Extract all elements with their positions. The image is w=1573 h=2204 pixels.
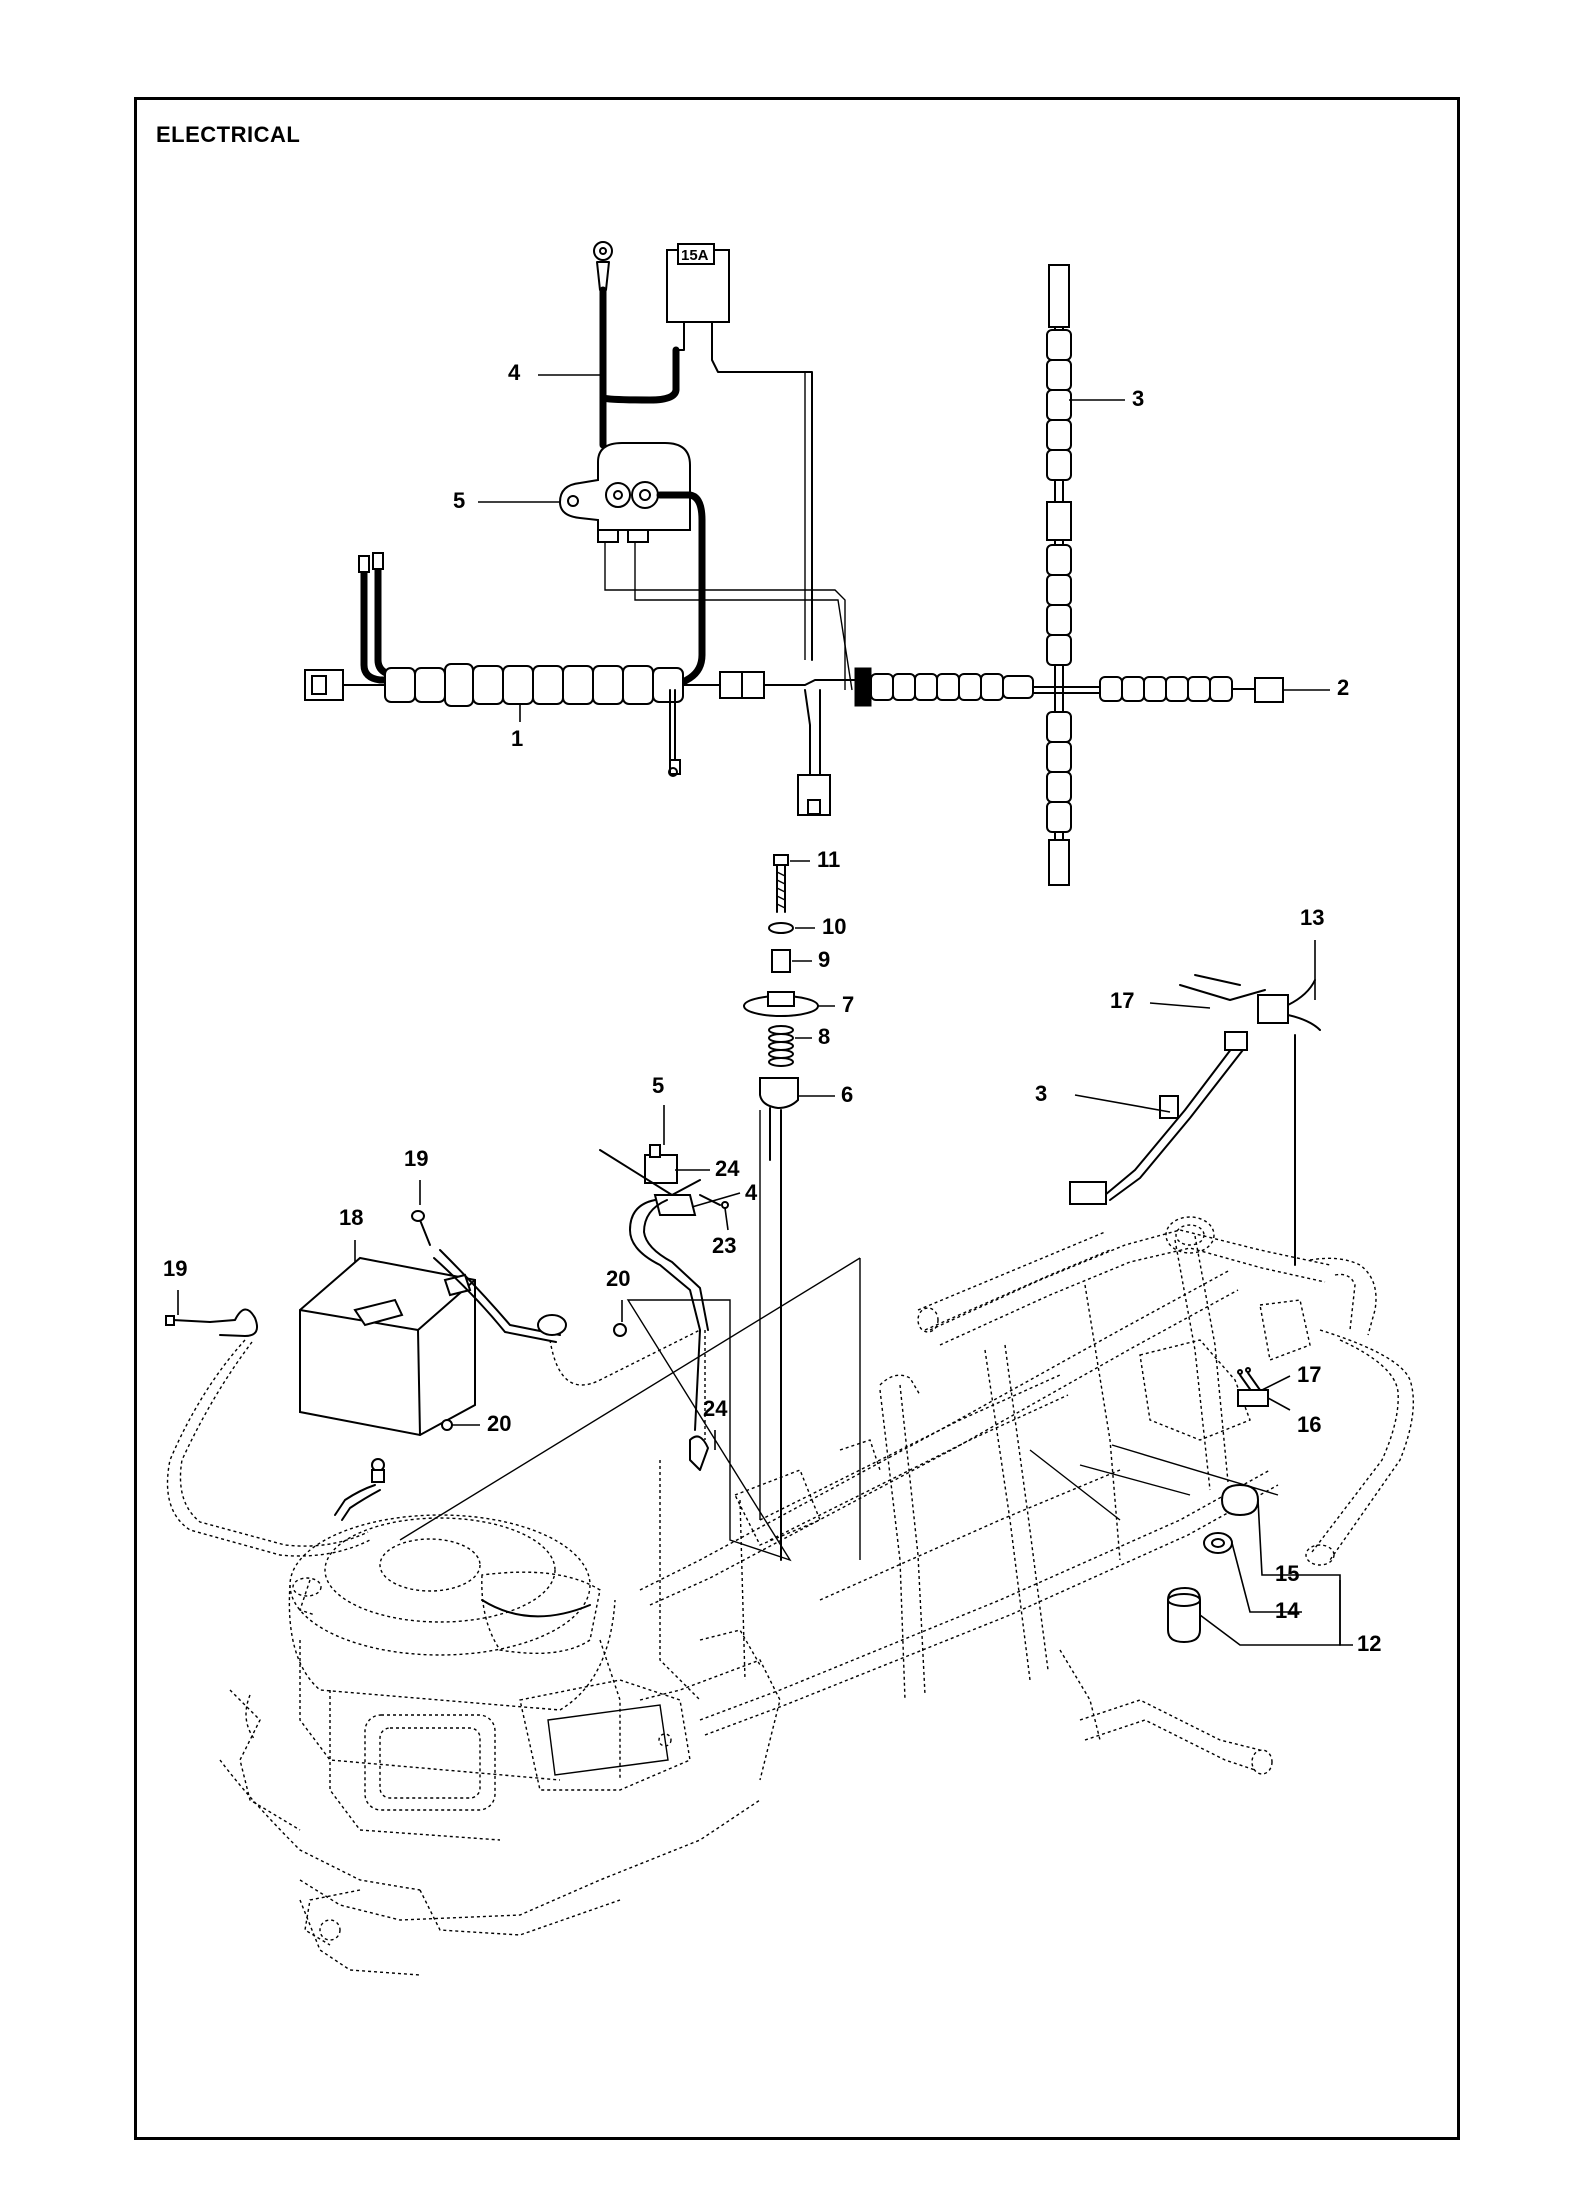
grommet-15 — [1220, 1483, 1260, 1517]
leader-lines — [177, 374, 1353, 1646]
callout-14: 14 — [1275, 1598, 1300, 1623]
engine — [219, 1514, 781, 1976]
right-connector — [1254, 677, 1284, 703]
callout-17-top: 17 — [1110, 988, 1135, 1013]
callout-3-lower: 3 — [1035, 1081, 1048, 1106]
harness-loom-far-right — [1099, 676, 1233, 702]
right-switch-assembly — [1069, 974, 1321, 1266]
fuse-label: 15A — [681, 247, 709, 264]
bumper-parts — [1167, 1367, 1269, 1644]
callout-5-lower: 5 — [652, 1073, 665, 1098]
callout-7: 7 — [842, 992, 855, 1017]
callout-2: 2 — [1337, 675, 1350, 700]
battery — [299, 1256, 476, 1437]
callout-24-top: 24 — [715, 1156, 740, 1181]
callout-6: 6 — [841, 1082, 854, 1107]
callout-5: 5 — [453, 488, 466, 513]
callout-8: 8 — [818, 1024, 831, 1049]
diagram-frame — [134, 97, 1460, 2140]
callout-19-left: 19 — [163, 1256, 188, 1281]
seat-switch — [759, 1077, 799, 1110]
ring-terminal — [593, 241, 613, 261]
harness-loom — [384, 663, 684, 707]
chassis-frame — [639, 1216, 1414, 1775]
battery-assembly — [165, 1210, 701, 1557]
callout-11: 11 — [817, 847, 841, 872]
harness-connector — [1069, 1181, 1107, 1205]
wiring-harness: 15A — [304, 241, 1284, 886]
spring — [768, 1025, 794, 1067]
callout-18: 18 — [339, 1205, 364, 1230]
callout-20-top: 20 — [606, 1266, 631, 1291]
callout-9: 9 — [818, 947, 831, 972]
callout-15: 15 — [1275, 1561, 1300, 1586]
bolt-head — [773, 854, 789, 866]
diagram-title: ELECTRICAL — [156, 122, 301, 147]
callout-4: 4 — [508, 360, 521, 385]
washer — [768, 922, 794, 934]
seat-switch-stack — [743, 854, 819, 1561]
interlock-switch — [1257, 994, 1289, 1024]
part-16 — [1237, 1389, 1269, 1407]
callout-3: 3 — [1132, 386, 1145, 411]
callout-10: 10 — [822, 914, 847, 939]
callout-23: 23 — [712, 1233, 737, 1258]
harness-loom-right — [870, 673, 1034, 701]
callout-17-right: 17 — [1297, 1362, 1322, 1387]
vertical-harness — [1046, 264, 1072, 886]
callout-20-lower: 20 — [487, 1411, 512, 1436]
washer-14 — [1203, 1532, 1233, 1554]
callout-12: 12 — [1357, 1631, 1382, 1656]
callout-4-lower: 4 — [745, 1180, 758, 1205]
callout-1: 1 — [511, 726, 524, 751]
callout-19-top: 19 — [404, 1146, 429, 1171]
junction-block — [854, 667, 872, 707]
bumper-12 — [1167, 1586, 1201, 1644]
callout-24-lower: 24 — [703, 1396, 728, 1421]
lower-solenoid — [599, 1144, 729, 1471]
fuse — [677, 243, 715, 265]
spacer — [771, 949, 791, 973]
callout-16: 16 — [1297, 1412, 1322, 1437]
callout-13: 13 — [1300, 905, 1325, 930]
